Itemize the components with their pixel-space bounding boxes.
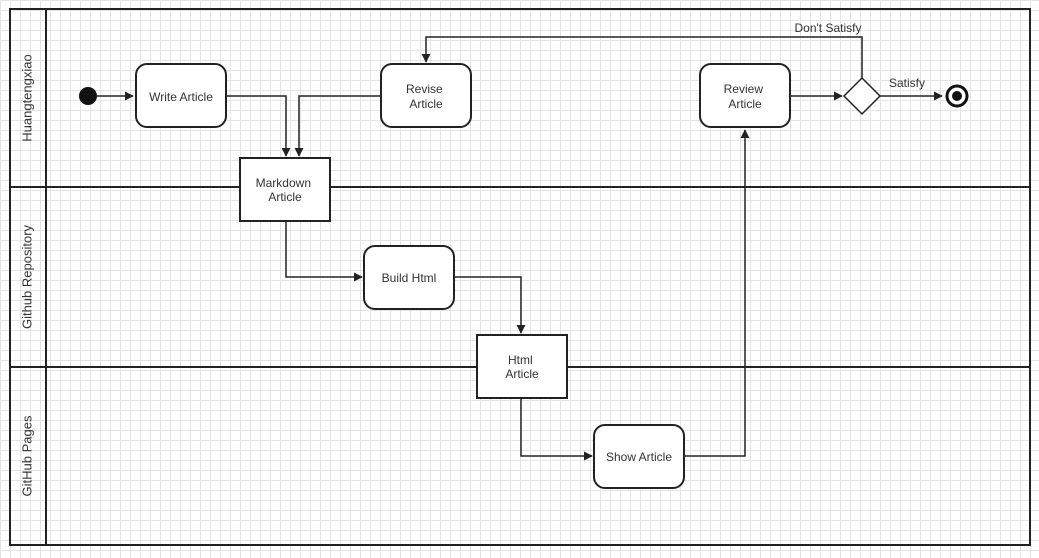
edge-decision-to-revise: [421, 36, 863, 78]
action-revise-article: Revise Article: [380, 63, 472, 128]
action-build-html: Build Html: [363, 245, 455, 310]
edge-markdown-to-build: [285, 221, 363, 282]
action-show-article: Show Article: [593, 424, 685, 489]
action-write-article-label: Write Article: [149, 90, 213, 104]
decision-node: [842, 76, 882, 116]
edge-build-to-html: [454, 276, 526, 334]
lane-label-github-pages: GitHub Pages: [19, 415, 34, 496]
edge-write-to-markdown: [226, 95, 291, 157]
edge-html-to-show: [520, 397, 593, 461]
action-build-html-label: Build Html: [382, 271, 437, 285]
action-write-article: Write Article: [135, 63, 227, 128]
lane-label-huangtengxiao: Huangtengxiao: [19, 54, 34, 141]
edge-label-satisfy: Satisfy: [889, 76, 925, 90]
object-markdown-article: Markdown Article: [239, 157, 331, 222]
edge-show-to-review: [684, 129, 750, 457]
object-html-article: Html Article: [476, 334, 568, 399]
edge-label-dont-satisfy: Don't Satisfy: [795, 21, 862, 35]
initial-node: [79, 87, 97, 105]
object-markdown-article-label: Markdown Article: [256, 176, 315, 204]
edge-revise-to-markdown: [294, 95, 381, 157]
action-review-article: Review Article: [699, 63, 791, 128]
object-html-article-label: Html Article: [505, 353, 539, 381]
action-revise-article-label: Revise Article: [406, 82, 446, 111]
action-show-article-label: Show Article: [606, 450, 672, 464]
lane-label-github-repository: Github Repository: [19, 224, 34, 329]
final-node: [945, 84, 969, 108]
action-review-article-label: Review Article: [724, 82, 767, 111]
